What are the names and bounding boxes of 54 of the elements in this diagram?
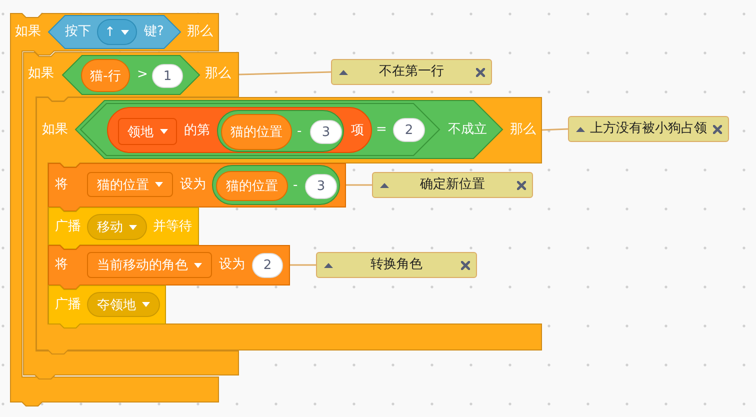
reporter-block <box>217 110 344 152</box>
operator-symbol: = <box>376 121 387 139</box>
boolean-block <box>80 103 440 156</box>
leader-line <box>346 184 372 186</box>
block-label: 广播 <box>55 296 81 314</box>
comment-note <box>316 252 477 278</box>
comment-text: 转换角色 <box>370 256 422 274</box>
block-label: 设为 <box>180 176 206 194</box>
leader-line <box>542 128 568 131</box>
comment-text: 确定新位置 <box>420 176 485 194</box>
stack-block <box>48 245 290 289</box>
block-label: 如果 <box>42 121 68 139</box>
block-label: 的第 <box>184 122 210 140</box>
boolean-block <box>75 100 503 159</box>
reporter-block: 猫的位置 <box>221 114 292 150</box>
stack-block <box>48 285 166 328</box>
block-label: 项 <box>351 122 364 140</box>
leader-line <box>238 71 332 76</box>
comment-note <box>568 116 729 142</box>
dropdown: 当前移动的角色 <box>87 252 212 278</box>
dropdown: 夺领地 <box>87 292 160 317</box>
block-label: 如果 <box>15 23 41 41</box>
block-label: 不成立 <box>448 121 487 139</box>
comment-note <box>331 59 492 85</box>
block-label: 那么 <box>510 121 536 139</box>
number-field: 3 <box>305 174 337 199</box>
boolean-block <box>62 55 200 95</box>
reporter-block <box>107 107 372 153</box>
block-label: 广播 <box>55 218 81 236</box>
block-label: 按下 <box>65 23 91 41</box>
block-label: 将 <box>55 176 68 194</box>
block-label: 键? <box>144 23 164 41</box>
stack-block <box>48 163 346 211</box>
dropdown: 猫的位置 <box>87 172 173 197</box>
operator-symbol: - <box>297 123 302 141</box>
if-block <box>36 97 542 354</box>
reporter-block <box>212 165 340 205</box>
block-label: 将 <box>55 256 68 274</box>
operator-symbol: > <box>137 66 148 84</box>
dropdown: 领地 <box>118 118 177 145</box>
comment-text: 上方没有被小狗占领 <box>590 120 707 138</box>
number-field: 3 <box>310 120 342 144</box>
reporter-block: 猫的位置 <box>216 171 288 201</box>
block-label: 如果 <box>28 65 54 83</box>
block-label: 那么 <box>187 23 213 41</box>
comment-text: 不在第一行 <box>379 63 444 81</box>
block-label: 设为 <box>219 256 245 274</box>
stack-block <box>48 207 199 249</box>
block-label: 那么 <box>205 65 231 83</box>
operator-symbol: - <box>293 177 298 195</box>
block-label: 并等待 <box>153 218 192 236</box>
leader-line <box>290 264 316 266</box>
comment-note <box>372 172 533 198</box>
dropdown: 移动 <box>87 214 147 240</box>
